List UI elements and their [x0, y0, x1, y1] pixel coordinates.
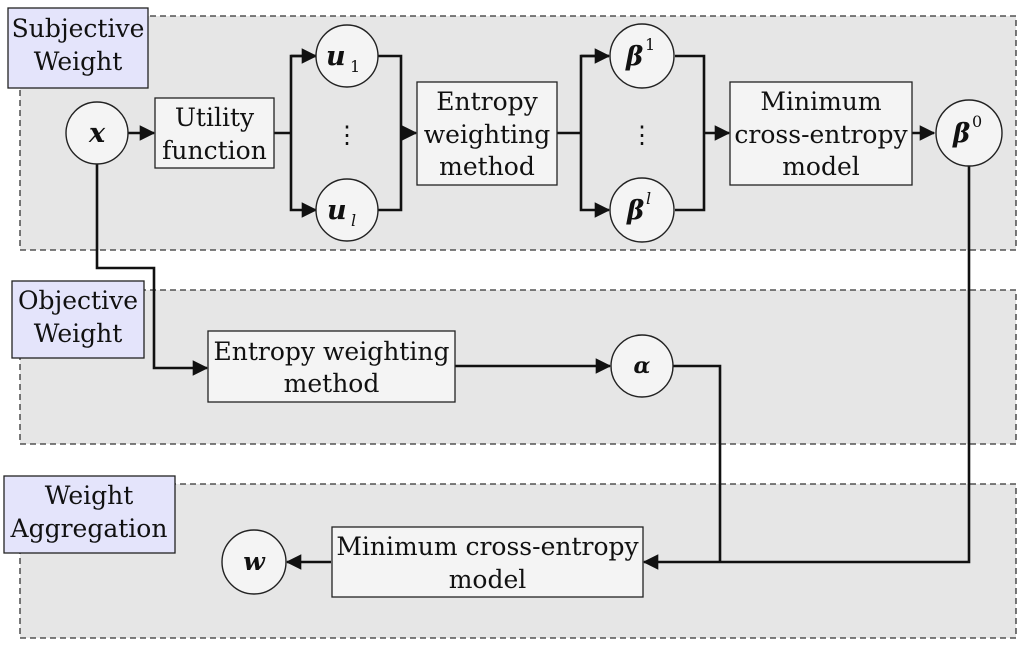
mce-aggregation-line2: model	[449, 565, 527, 594]
objective-weight-label-line1: Objective	[18, 286, 138, 315]
beta-ellipsis: ⋮	[630, 121, 654, 149]
entropy-subjective-line2: weighting	[424, 120, 550, 149]
entropy-objective-line2: method	[284, 369, 380, 398]
objective-weight-label-line2: Weight	[34, 319, 123, 348]
node-alpha-symbol: α	[634, 353, 651, 379]
entropy-subjective-line3: method	[439, 152, 535, 181]
node-beta0-index: 0	[972, 112, 982, 131]
node-ul-index: l	[351, 211, 356, 230]
entropy-objective-line1: Entropy weighting	[214, 337, 450, 366]
subjective-weight-label: Subjective Weight	[7, 7, 149, 89]
node-beta1-index: 1	[645, 35, 655, 54]
utility-function-line1: Utility	[175, 103, 255, 132]
objective-weight-label: Objective Weight	[11, 280, 145, 359]
mce-subjective-line1: Minimum	[760, 87, 881, 116]
x-to-objective-entropy-arrow	[95, 164, 209, 376]
node-alpha: α	[610, 334, 674, 398]
node-x: x	[65, 101, 129, 165]
subjective-weight-label-line2: Weight	[34, 47, 123, 76]
mce-subjective-line3: model	[782, 152, 860, 181]
beta-merge-to-mce	[675, 54, 729, 212]
weight-aggregation-label-line2: Aggregation	[10, 514, 168, 543]
node-u1-symbol: u	[326, 41, 346, 72]
connectors	[95, 48, 971, 570]
utility-function-line2: function	[162, 136, 267, 165]
node-beta1-symbol: β	[625, 42, 643, 72]
node-betal-index: l	[646, 189, 651, 208]
node-beta0: β 0	[935, 99, 1003, 167]
node-ul-symbol: u	[327, 195, 347, 226]
u-merge-to-entropy	[378, 54, 416, 212]
alpha-to-aggregation-line	[673, 364, 722, 562]
entropy-weighting-box-subjective: Entropy weighting method	[416, 81, 558, 186]
weight-aggregation-label: Weight Aggregation	[3, 475, 176, 554]
minimum-cross-entropy-box-subjective: Minimum cross-entropy model	[729, 81, 913, 186]
minimum-cross-entropy-box-aggregation: Minimum cross-entropy model	[331, 526, 644, 598]
node-u1-index: 1	[350, 57, 360, 76]
mce-aggregation-line1: Minimum cross-entropy	[336, 532, 639, 561]
entropy-subjective-line1: Entropy	[436, 87, 538, 116]
utility-function-box: Utility function	[154, 97, 275, 169]
weight-aggregation-label-line1: Weight	[45, 481, 134, 510]
node-beta1: β 1	[609, 23, 675, 89]
node-x-symbol: x	[88, 118, 106, 149]
node-beta0-symbol: β	[952, 119, 970, 149]
subjective-weight-label-line1: Subjective	[12, 14, 145, 43]
node-u1: u 1	[315, 24, 379, 88]
node-w: w	[221, 529, 287, 595]
node-betal-symbol: β	[626, 196, 644, 226]
entropy-weighting-box-objective: Entropy weighting method	[207, 330, 456, 403]
u-ellipsis: ⋮	[335, 121, 359, 149]
node-betal: β l	[609, 177, 675, 243]
node-w-symbol: w	[243, 547, 266, 576]
beta0-to-aggregation-arrow	[642, 164, 971, 570]
mce-subjective-line2: cross-entropy	[734, 120, 908, 149]
node-ul: u l	[315, 178, 379, 242]
